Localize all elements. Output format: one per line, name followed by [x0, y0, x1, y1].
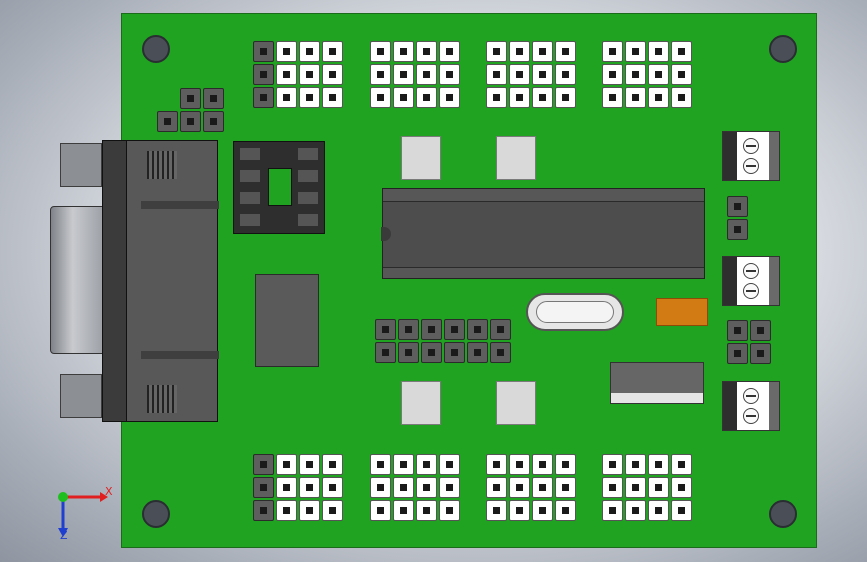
capacitor	[610, 362, 704, 404]
pin-header-small-left-2[interactable]	[157, 111, 178, 132]
jumper-header-2[interactable]	[727, 320, 771, 364]
pin-header-top-3[interactable]	[486, 41, 576, 108]
pin-header-top-4[interactable]	[602, 41, 692, 108]
ic-socket	[233, 141, 325, 234]
terminal-block-3[interactable]	[722, 381, 780, 431]
mounting-hole	[142, 35, 170, 63]
crystal-oscillator	[526, 293, 624, 331]
pin-header-center[interactable]	[375, 319, 511, 363]
pin-header-small-left[interactable]	[180, 88, 224, 132]
pad	[496, 136, 536, 180]
mounting-hole	[769, 500, 797, 528]
relay-component	[255, 274, 319, 367]
x-axis-label: X	[105, 485, 113, 498]
microcontroller-chip	[381, 188, 705, 279]
pin-header-top-1[interactable]	[253, 41, 343, 108]
z-axis-label: Z	[60, 529, 68, 542]
mounting-hole	[769, 35, 797, 63]
axis-triad-icon	[58, 492, 108, 537]
pin-header-top-2[interactable]	[370, 41, 460, 108]
pad	[401, 381, 441, 425]
pin-header-bottom-4[interactable]	[602, 454, 692, 521]
jumper-header-1[interactable]	[727, 196, 748, 240]
pad	[401, 136, 441, 180]
terminal-block-2[interactable]	[722, 256, 780, 306]
pin-header-bottom-1[interactable]	[253, 454, 343, 521]
mounting-hole	[142, 500, 170, 528]
pin-header-bottom-3[interactable]	[486, 454, 576, 521]
pad	[496, 381, 536, 425]
pcb-board	[121, 13, 817, 548]
terminal-block-1[interactable]	[722, 131, 780, 181]
axis-triad: X Z	[50, 482, 120, 542]
led-component	[656, 298, 708, 326]
pin-header-bottom-2[interactable]	[370, 454, 460, 521]
